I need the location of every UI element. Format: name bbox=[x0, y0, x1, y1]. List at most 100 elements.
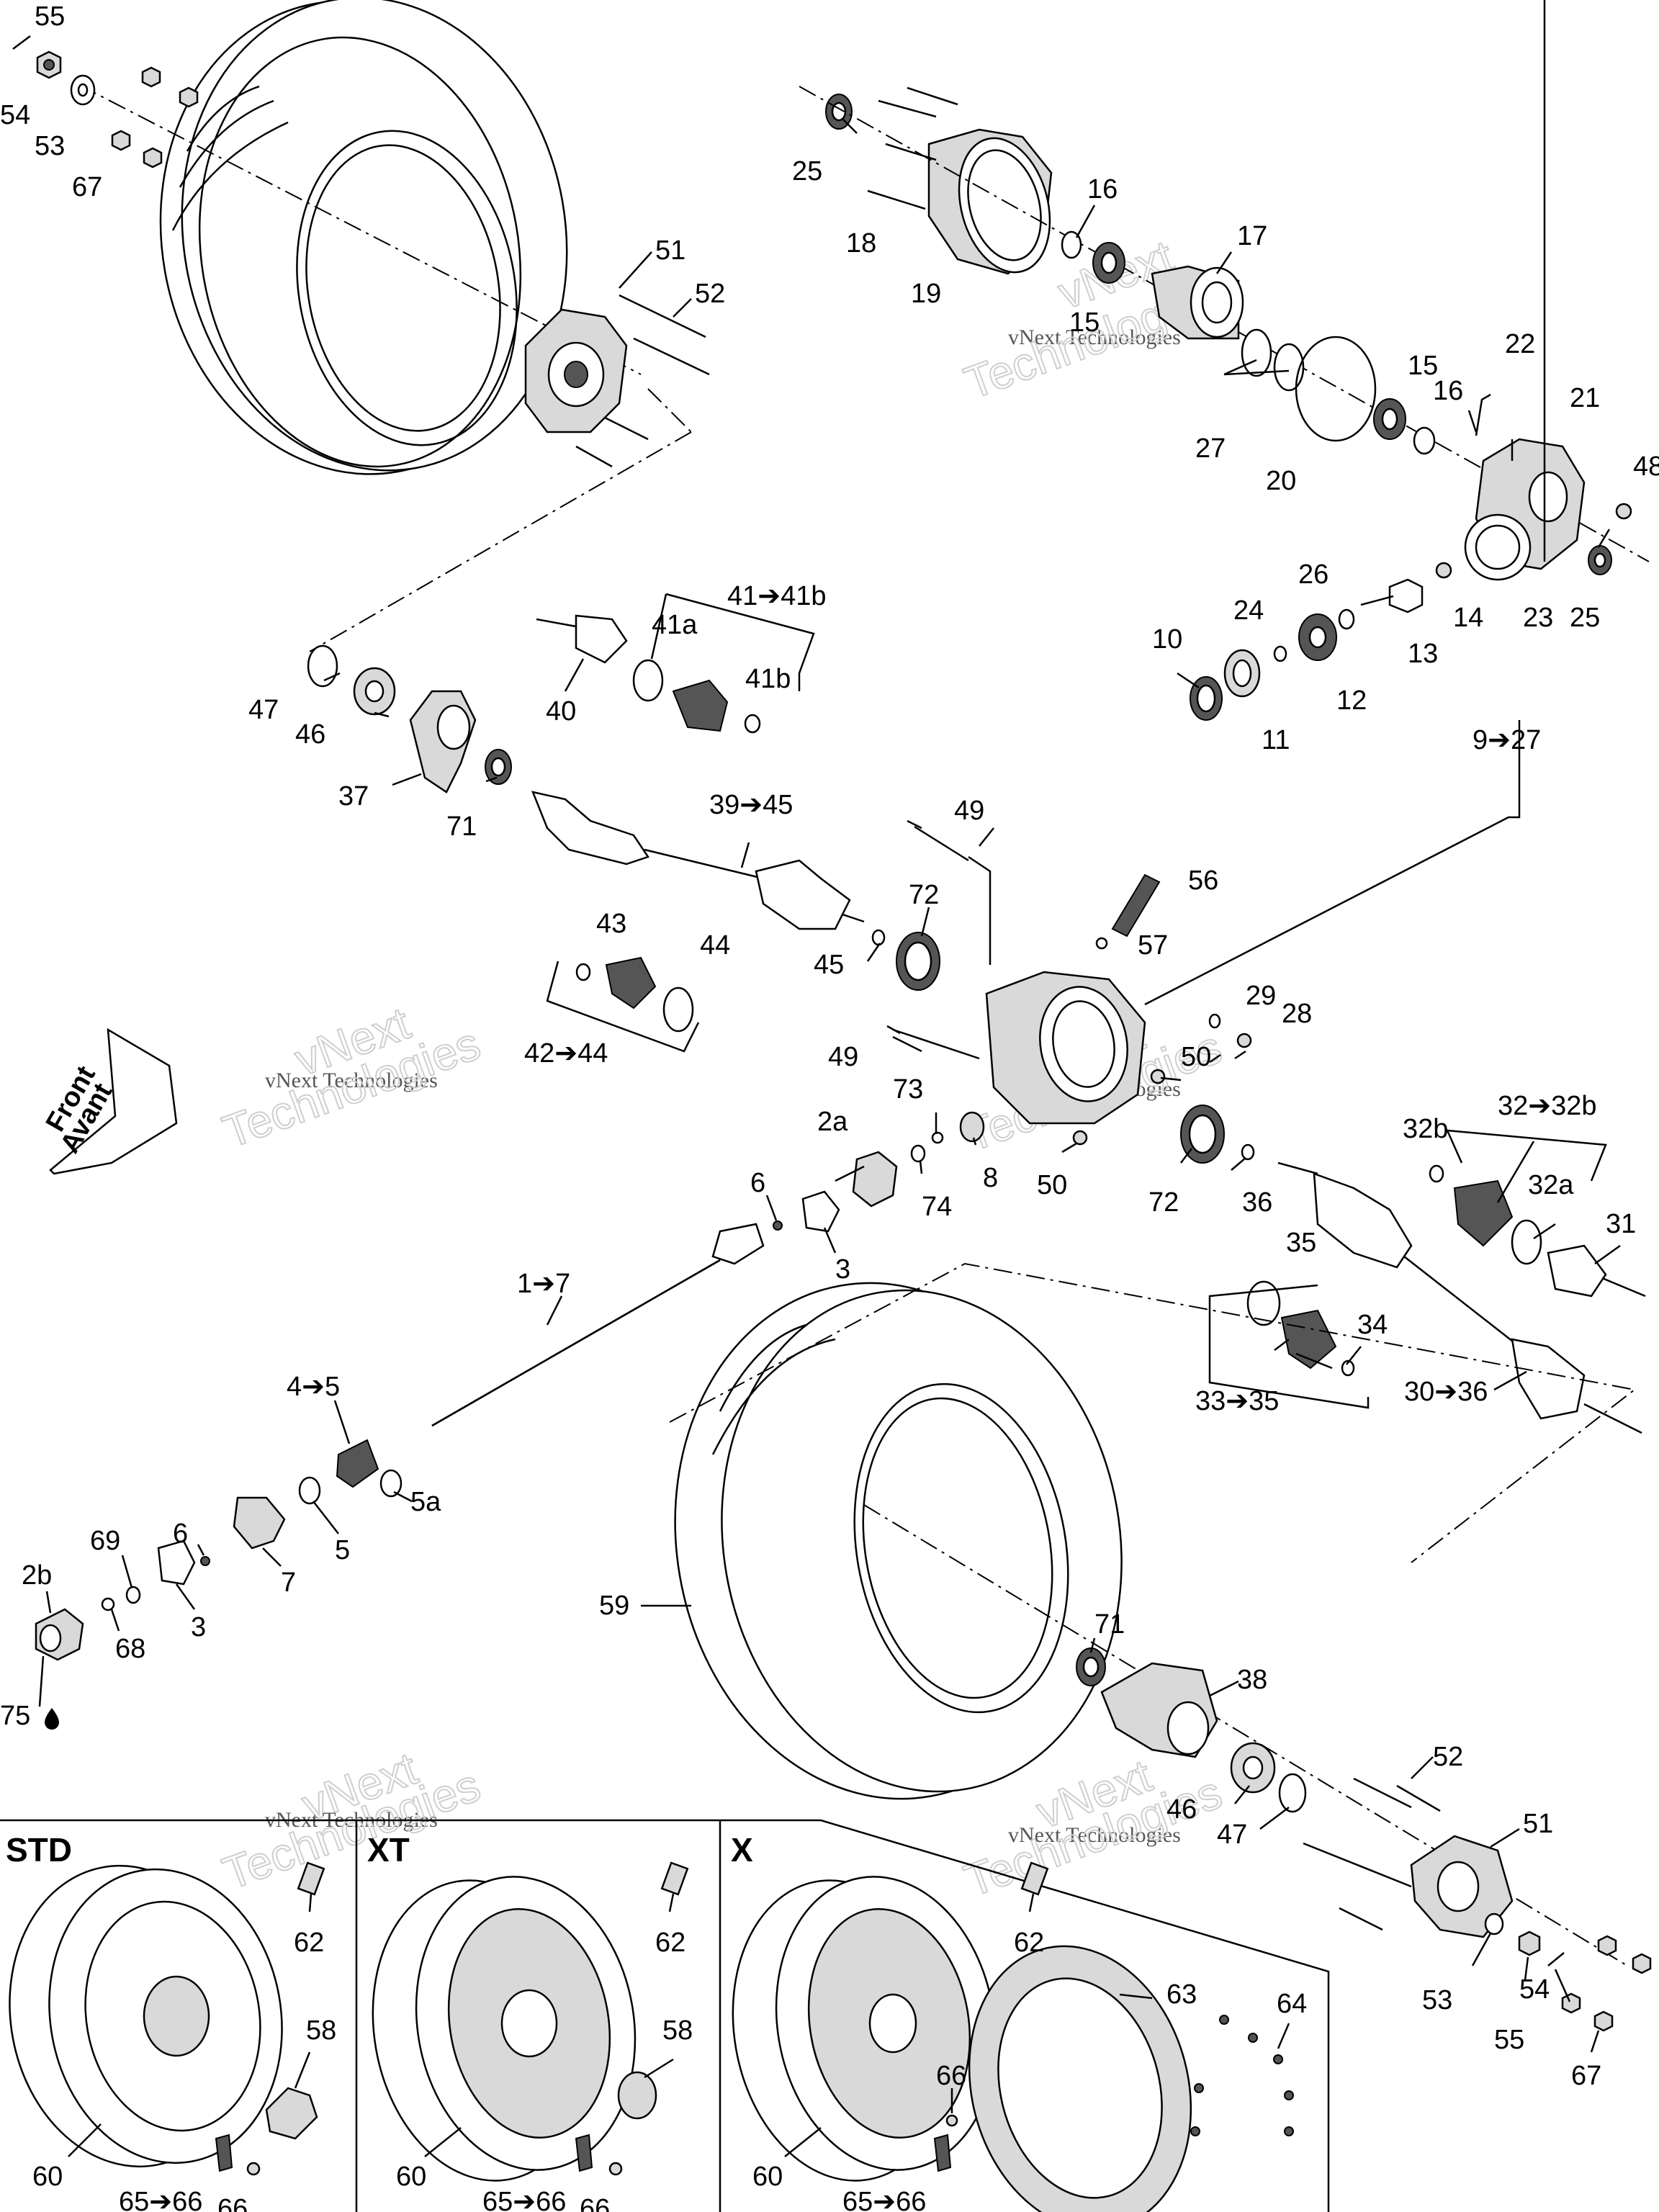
yoke-7 bbox=[233, 1496, 286, 1550]
washer-73 bbox=[931, 1131, 944, 1144]
shim-26 bbox=[1338, 608, 1355, 630]
bearing-46 bbox=[353, 667, 396, 716]
callout-60-x: 60 bbox=[752, 2162, 783, 2192]
callout-45: 45 bbox=[814, 950, 844, 980]
callout-25b: 25 bbox=[1570, 603, 1600, 633]
rim-std bbox=[9, 1864, 283, 2168]
pinion-13 bbox=[1360, 578, 1424, 613]
plug-50-right bbox=[1150, 1069, 1166, 1084]
bearing-16-right bbox=[1413, 426, 1436, 455]
callout-37: 37 bbox=[338, 781, 369, 811]
seal-71-left bbox=[485, 749, 512, 785]
nut-54-bottom bbox=[1518, 1930, 1541, 1956]
yoke-2a bbox=[852, 1151, 898, 1208]
callout-41b: 41b bbox=[745, 664, 791, 694]
callout-6: 6 bbox=[750, 1168, 765, 1198]
seal-72-left bbox=[896, 932, 940, 991]
outer-cv-31 bbox=[1547, 1244, 1646, 1298]
bearing-15-right bbox=[1373, 398, 1406, 440]
u-joint-3-top bbox=[801, 1190, 840, 1233]
axis-line-top-left bbox=[78, 84, 642, 375]
bolt-49-bottom bbox=[886, 1025, 980, 1060]
bearing-46-bottom bbox=[1230, 1742, 1276, 1794]
section-std: STD bbox=[6, 1831, 72, 1869]
callout-53: 53 bbox=[35, 131, 65, 161]
callout-15: 15 bbox=[1069, 307, 1100, 338]
shims-27 bbox=[1241, 328, 1305, 392]
callout-54: 54 bbox=[0, 100, 30, 130]
oil-drop-icon bbox=[45, 1708, 60, 1730]
callout-63: 63 bbox=[1166, 1979, 1197, 2010]
ring-45 bbox=[871, 929, 886, 946]
plug-28 bbox=[1236, 1033, 1252, 1048]
callout-16b: 16 bbox=[1433, 376, 1463, 406]
callout-59: 59 bbox=[599, 1591, 629, 1621]
callout-71: 71 bbox=[446, 811, 477, 842]
callout-16: 16 bbox=[1087, 174, 1118, 204]
callout-5a: 5a bbox=[410, 1487, 441, 1517]
callout-58-xt: 58 bbox=[662, 2015, 693, 2046]
callout-38: 38 bbox=[1237, 1665, 1267, 1695]
wheel-variants-panel: STD XT X bbox=[0, 1819, 1330, 2212]
callout-66-xt: 66 bbox=[580, 2194, 610, 2212]
callout-75: 75 bbox=[0, 1701, 30, 1731]
ring-36 bbox=[1241, 1143, 1255, 1161]
drive-shaft-30 bbox=[1277, 1161, 1642, 1434]
wheel-hub-top bbox=[524, 308, 628, 433]
diff-housing-front bbox=[927, 128, 1053, 275]
callout-54b: 54 bbox=[1519, 1974, 1550, 2005]
center-cap-std-58 bbox=[265, 2087, 318, 2140]
callout-25: 25 bbox=[792, 156, 822, 186]
callout-32b: 32b bbox=[1403, 1114, 1448, 1144]
plug-29 bbox=[1208, 1013, 1221, 1029]
callout-40: 40 bbox=[546, 696, 576, 727]
differential-17 bbox=[1151, 265, 1244, 340]
callout-10: 10 bbox=[1152, 624, 1182, 655]
snap-ring-47 bbox=[307, 644, 338, 688]
bolts-64 bbox=[1190, 2015, 1294, 2136]
callout-13: 13 bbox=[1408, 639, 1438, 669]
rear-wheel-tire-59 bbox=[674, 1282, 1123, 1800]
callout-56: 56 bbox=[1188, 866, 1218, 896]
main-diff-housing bbox=[985, 971, 1146, 1125]
valve-x bbox=[933, 2114, 958, 2172]
front-direction-arrow: Front Avant bbox=[40, 1028, 178, 1175]
valve-std bbox=[215, 2134, 261, 2176]
callout-17: 17 bbox=[1237, 221, 1267, 251]
assembly-guide-line bbox=[309, 431, 692, 652]
callout-74: 74 bbox=[922, 1192, 952, 1222]
watermark-company: vNext Technologies bbox=[1008, 325, 1181, 349]
callout-55b: 55 bbox=[1494, 2025, 1524, 2055]
knuckle-37 bbox=[409, 690, 477, 793]
plug-48 bbox=[1615, 503, 1632, 520]
callout-73: 73 bbox=[893, 1074, 923, 1105]
callout-22: 22 bbox=[1505, 329, 1535, 359]
rim-x bbox=[732, 1876, 997, 2182]
callout-5: 5 bbox=[335, 1535, 350, 1565]
knuckle-38 bbox=[1100, 1662, 1218, 1758]
callout-3b: 3 bbox=[191, 1612, 206, 1642]
wheel-nut-top bbox=[36, 50, 62, 79]
drive-shaft-39 bbox=[531, 791, 865, 930]
callout-3: 3 bbox=[835, 1254, 850, 1285]
callout-68: 68 bbox=[115, 1634, 145, 1664]
callout-51b: 51 bbox=[1523, 1809, 1553, 1839]
nut-74 bbox=[910, 1144, 926, 1163]
seal-71-right bbox=[1076, 1647, 1106, 1686]
o-ring-20 bbox=[1295, 336, 1377, 442]
callout-49: 49 bbox=[954, 796, 984, 826]
inner-boot-kit bbox=[575, 956, 694, 1033]
callout-24: 24 bbox=[1233, 595, 1264, 626]
callout-1-7: 1➔7 bbox=[517, 1269, 570, 1299]
snap-ring-47-bottom bbox=[1278, 1773, 1307, 1813]
washer-53-bottom bbox=[1484, 1912, 1504, 1936]
callout-53b: 53 bbox=[1422, 1985, 1452, 2015]
watermark-company: vNext Technologies bbox=[265, 1069, 438, 1092]
callout-27: 27 bbox=[1195, 433, 1226, 464]
callout-65-66-xt: 65➔66 bbox=[482, 2187, 566, 2212]
callout-18: 18 bbox=[846, 228, 876, 258]
callout-20: 20 bbox=[1266, 466, 1296, 496]
callout-49b: 49 bbox=[828, 1042, 858, 1072]
u-joint-3-bottom bbox=[157, 1539, 196, 1586]
callout-29: 29 bbox=[1246, 981, 1276, 1011]
